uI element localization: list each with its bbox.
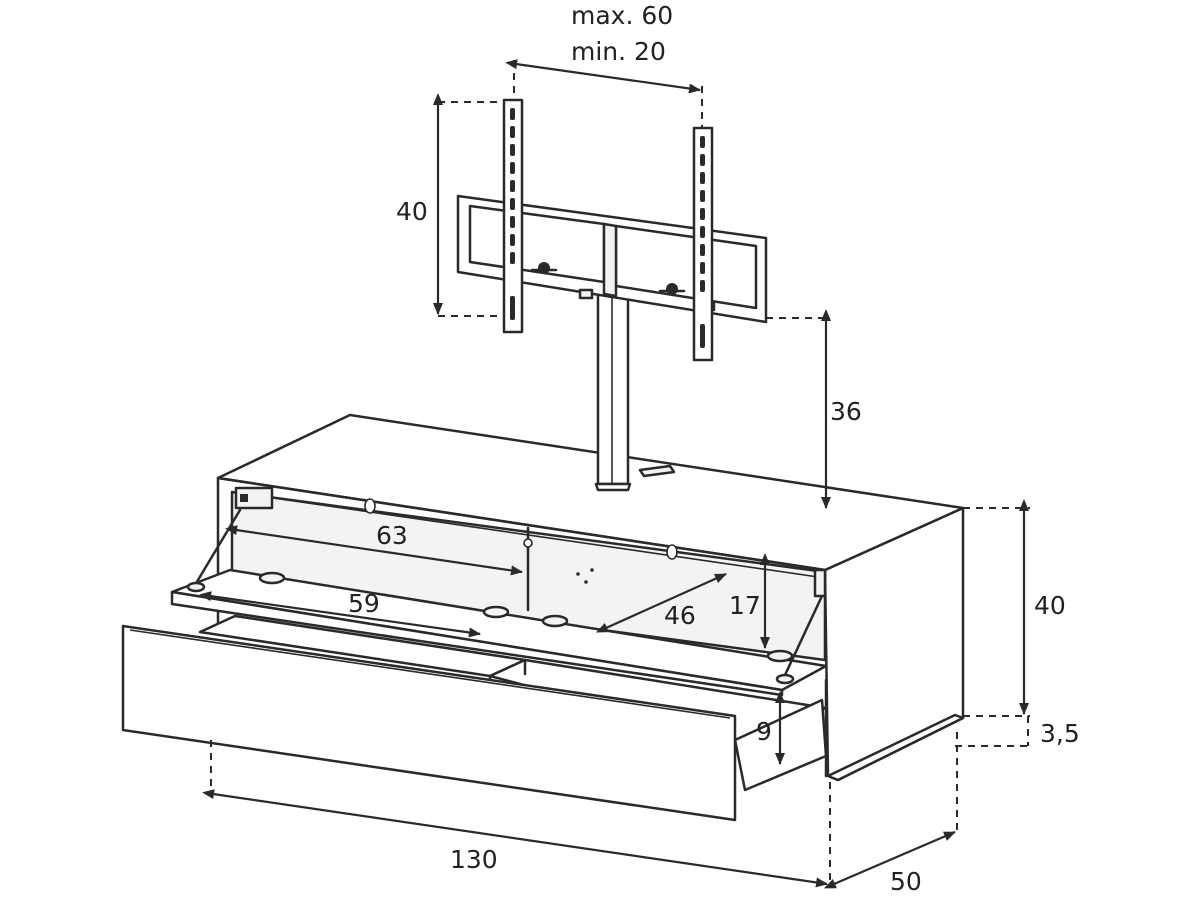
dim-total-depth <box>823 830 956 889</box>
label-flap-width: 59 <box>348 589 380 618</box>
label-total-depth: 50 <box>890 867 922 896</box>
dim-inner-depth <box>595 572 727 633</box>
dimension-labels: max. 60 min. 20 40 36 63 59 46 17 40 3,5… <box>348 1 1080 896</box>
label-inner-width: 63 <box>376 521 408 550</box>
rail-slots <box>510 108 705 348</box>
dim-total-width <box>202 789 828 888</box>
label-max-width: max. 60 <box>571 1 673 30</box>
dimensions <box>199 59 1030 889</box>
cabinet-plinth <box>826 713 965 782</box>
label-inner-depth: 46 <box>664 601 696 630</box>
label-compartment-height: 17 <box>729 591 761 620</box>
label-bracket-height: 40 <box>396 197 428 226</box>
dim-flap-width <box>199 591 481 638</box>
label-total-width: 130 <box>450 845 498 874</box>
label-mount-height: 36 <box>830 397 862 426</box>
tv-bracket <box>456 98 768 362</box>
label-cabinet-height: 40 <box>1034 591 1066 620</box>
label-drawer-height: 9 <box>756 717 772 746</box>
label-plinth-height: 3,5 <box>1040 719 1080 748</box>
label-min-width: min. 20 <box>571 37 666 66</box>
cable-slot <box>638 464 676 478</box>
dim-inner-width <box>225 525 523 576</box>
stand-column <box>594 288 632 492</box>
flap-pads <box>186 571 795 685</box>
dim-rail-spacing <box>505 59 701 94</box>
